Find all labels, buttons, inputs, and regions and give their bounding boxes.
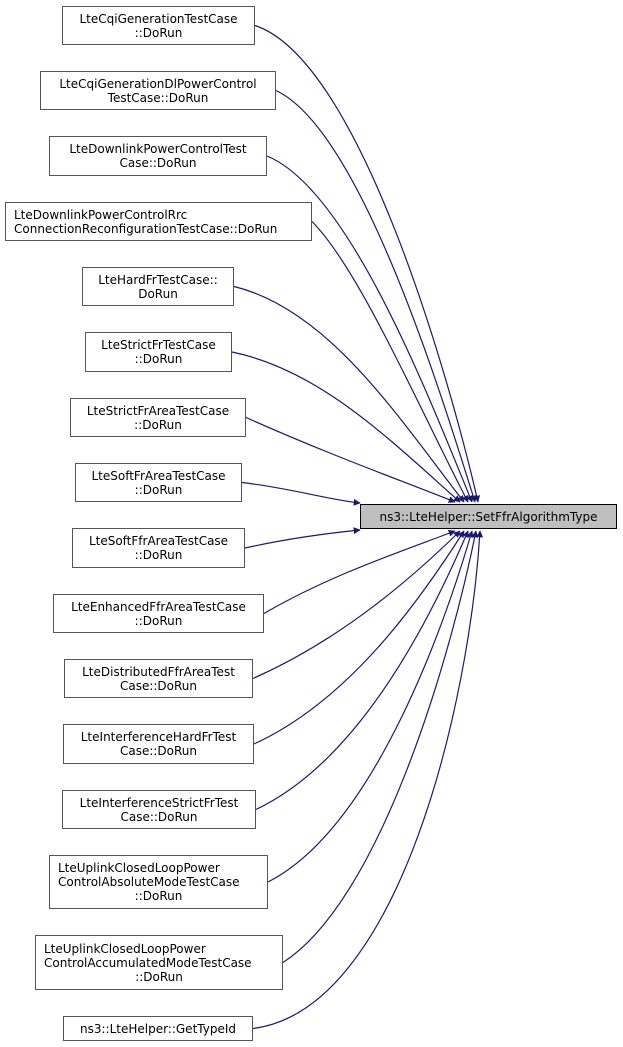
node-label-line: LteEnhancedFfrAreaTestCase	[71, 599, 246, 614]
node-label-line: ::DoRun	[135, 969, 183, 984]
node-label-line: LteInterferenceStrictFrTest	[79, 795, 239, 810]
caller-node-n1[interactable]: LteCqiGenerationTestCase::DoRun	[62, 6, 255, 45]
edge-n2-to-target	[275, 89, 477, 503]
caller-node-n9[interactable]: LteSoftFfrAreaTestCase::DoRun	[72, 528, 245, 568]
node-label-line: ::DoRun	[134, 613, 183, 628]
edge-n12-to-target	[253, 530, 465, 745]
caller-node-n8[interactable]: LteSoftFrAreaTestCase::DoRun	[75, 463, 242, 502]
node-label-line: LteCqiGenerationTestCase	[79, 11, 238, 26]
node-label-line: ConnectionReconfigurationTestCase::DoRun	[14, 221, 278, 236]
node-label-line: ::DoRun	[134, 417, 182, 432]
node-label-line: ::DoRun	[134, 352, 183, 366]
caller-node-n6[interactable]: LteStrictFrTestCase::DoRun	[85, 332, 232, 372]
node-label-line: LteSoftFfrAreaTestCase	[88, 534, 229, 548]
node-label-line: LteDownlinkPowerControlTest	[69, 142, 247, 156]
node-label-line: LteUplinkClosedLoopPower	[58, 861, 220, 875]
node-label-line: DoRun	[138, 286, 178, 301]
node-label-line: ns3::LteHelper::GetTypeId	[79, 1021, 236, 1036]
node-label-line: Case::DoRun	[119, 678, 198, 693]
node-label-line: LteStrictFrAreaTestCase	[86, 403, 230, 418]
node-label-line: LteUplinkClosedLoopPower	[44, 941, 206, 956]
edge-n11-to-target	[252, 530, 461, 680]
edge-n5-to-target	[233, 285, 465, 503]
edge-n9-to-target	[244, 527, 361, 549]
node-label-line: ControlAccumulatedModeTestCase	[44, 955, 252, 970]
caller-node-n10[interactable]: LteEnhancedFfrAreaTestCase::DoRun	[53, 594, 264, 633]
node-label-line: LteSoftFrAreaTestCase	[91, 468, 226, 483]
edge-n7-to-target	[245, 416, 456, 503]
node-label-line: LteStrictFrTestCase	[101, 338, 216, 352]
node-label-line: Case::DoRun	[119, 744, 198, 758]
edge-n16-to-target	[252, 530, 484, 1030]
node-label-line: LteDistributedFfrAreaTest	[82, 664, 235, 679]
edge-n15-to-target	[282, 530, 479, 964]
caller-node-n16[interactable]: ns3::LteHelper::GetTypeId	[63, 1016, 253, 1041]
edge-n1-to-target	[254, 24, 481, 503]
target-function-node[interactable]: ns3::LteHelper::SetFfrAlgorithmType	[360, 504, 617, 529]
edge-n13-to-target	[255, 530, 469, 811]
edge-n8-to-target	[241, 481, 361, 506]
caller-node-n5[interactable]: LteHardFrTestCase::DoRun	[82, 267, 234, 306]
edge-n14-to-target	[267, 530, 474, 883]
node-label-line: ::DoRun	[134, 482, 183, 497]
node-label-line: LteDownlinkPowerControlRrc	[14, 207, 188, 222]
node-label-line: ns3::LteHelper::SetFfrAlgorithmType	[379, 509, 598, 524]
node-label-line: Case::DoRun	[119, 156, 197, 170]
edge-n3-to-target	[266, 155, 473, 503]
node-label-line: ::DoRun	[134, 548, 183, 562]
node-label-line: LteHardFrTestCase::	[98, 272, 218, 287]
node-label-line: Case::DoRun	[120, 809, 198, 824]
node-label-line: ::DoRun	[134, 25, 183, 40]
edge-n10-to-target	[263, 529, 456, 615]
edge-n6-to-target	[231, 351, 461, 503]
node-label-line: ::DoRun	[134, 889, 183, 903]
node-label-line: LteInterferenceHardFrTest	[80, 730, 237, 744]
node-label-line: TestCase::DoRun	[107, 90, 209, 105]
node-label-line: ControlAbsoluteModeTestCase	[58, 875, 240, 889]
node-label-line: LteCqiGenerationDlPowerControl	[59, 76, 257, 91]
edge-n4-to-target	[311, 221, 469, 503]
caller-node-n7[interactable]: LteStrictFrAreaTestCase::DoRun	[70, 398, 246, 437]
